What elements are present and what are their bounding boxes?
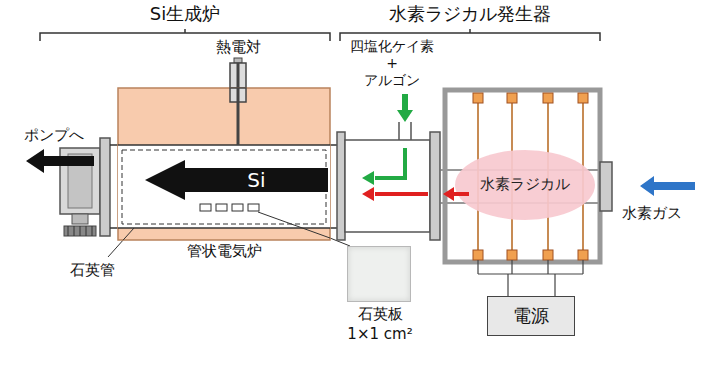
coil-terminal xyxy=(473,250,483,260)
node-text: 水素ラジカル xyxy=(455,150,595,220)
pump-knob xyxy=(72,214,88,224)
coil-terminal xyxy=(578,250,588,260)
radical-flow-arrow xyxy=(453,192,469,196)
radical-flow-arrow xyxy=(362,187,374,201)
thermocouple xyxy=(230,63,246,89)
group-bracket xyxy=(40,29,330,41)
thermocouple xyxy=(237,63,240,89)
quartz-tube xyxy=(118,227,330,229)
node-text: 管状電気炉 xyxy=(118,242,330,262)
tube-furnace: 管状電気炉Si xyxy=(118,88,330,240)
generator-housing xyxy=(445,90,600,262)
gas-name: 四塩化ケイ素 xyxy=(350,38,434,56)
coil-terminal xyxy=(473,93,483,103)
gas-inlet-chamber xyxy=(345,140,430,232)
coil-terminal xyxy=(507,93,517,103)
pump-knob-grip xyxy=(68,226,92,236)
radical-flow-arrow xyxy=(443,187,454,201)
node-text: 石英板 1×1 cm² xyxy=(344,305,416,344)
tube-flange xyxy=(337,132,345,240)
gas-flow-arrow xyxy=(375,148,405,178)
gas-flow-arrow xyxy=(362,171,374,185)
pump-knob xyxy=(64,226,96,236)
plus-sign: + xyxy=(386,55,398,73)
thermocouple xyxy=(237,88,240,145)
hydrogen-radical-cloud: 水素ラジカル xyxy=(455,150,595,220)
quartz-tube xyxy=(118,145,330,228)
node-shape xyxy=(118,88,330,240)
power-wire xyxy=(478,260,583,296)
quartz-substrate xyxy=(200,204,211,211)
part-name: 石英管 xyxy=(70,261,115,280)
group-title: 水素ラジカル発生器 xyxy=(389,3,551,26)
quartz-substrate xyxy=(232,204,243,211)
coil-terminal xyxy=(543,250,553,260)
quartz-plate-photo: 石英板 1×1 cm² xyxy=(347,246,411,302)
coil-terminal xyxy=(543,93,553,103)
leader-line xyxy=(258,212,330,238)
power-supply-box: 電源 xyxy=(487,296,575,336)
quartz-substrate xyxy=(248,204,259,211)
hydrogen-feed-arrow xyxy=(640,176,695,196)
direction-label: ポンプへ xyxy=(24,126,84,145)
coil-terminal xyxy=(507,250,517,260)
gas-name: アルゴン xyxy=(364,72,420,90)
node-text: 電源 xyxy=(488,297,574,335)
leader-line xyxy=(108,240,123,257)
tube-flange xyxy=(600,162,612,211)
leader-line xyxy=(123,228,134,240)
quartz-tube xyxy=(110,145,337,228)
gas-feed-arrow xyxy=(397,94,413,122)
exhaust-arrow xyxy=(26,149,94,173)
quartz-substrate xyxy=(216,204,227,211)
coil-terminal xyxy=(578,93,588,103)
tube-flange xyxy=(430,132,440,240)
part-name: 熱電対 xyxy=(216,38,261,57)
gas-inlet-pipe xyxy=(399,122,411,140)
flow-arrow-shape xyxy=(145,160,328,200)
radical-flow-arrow xyxy=(375,192,428,196)
group-title: Si生成炉 xyxy=(150,3,220,26)
si-flow-arrow: Si xyxy=(145,160,328,200)
quartz-tube xyxy=(118,144,330,146)
gas-name: 水素ガス xyxy=(622,204,682,223)
plasma-ellipse xyxy=(455,150,595,220)
node-shape xyxy=(145,160,328,200)
furnace-body xyxy=(118,88,330,240)
node-text: Si xyxy=(185,160,328,200)
tube-flange xyxy=(100,138,110,236)
